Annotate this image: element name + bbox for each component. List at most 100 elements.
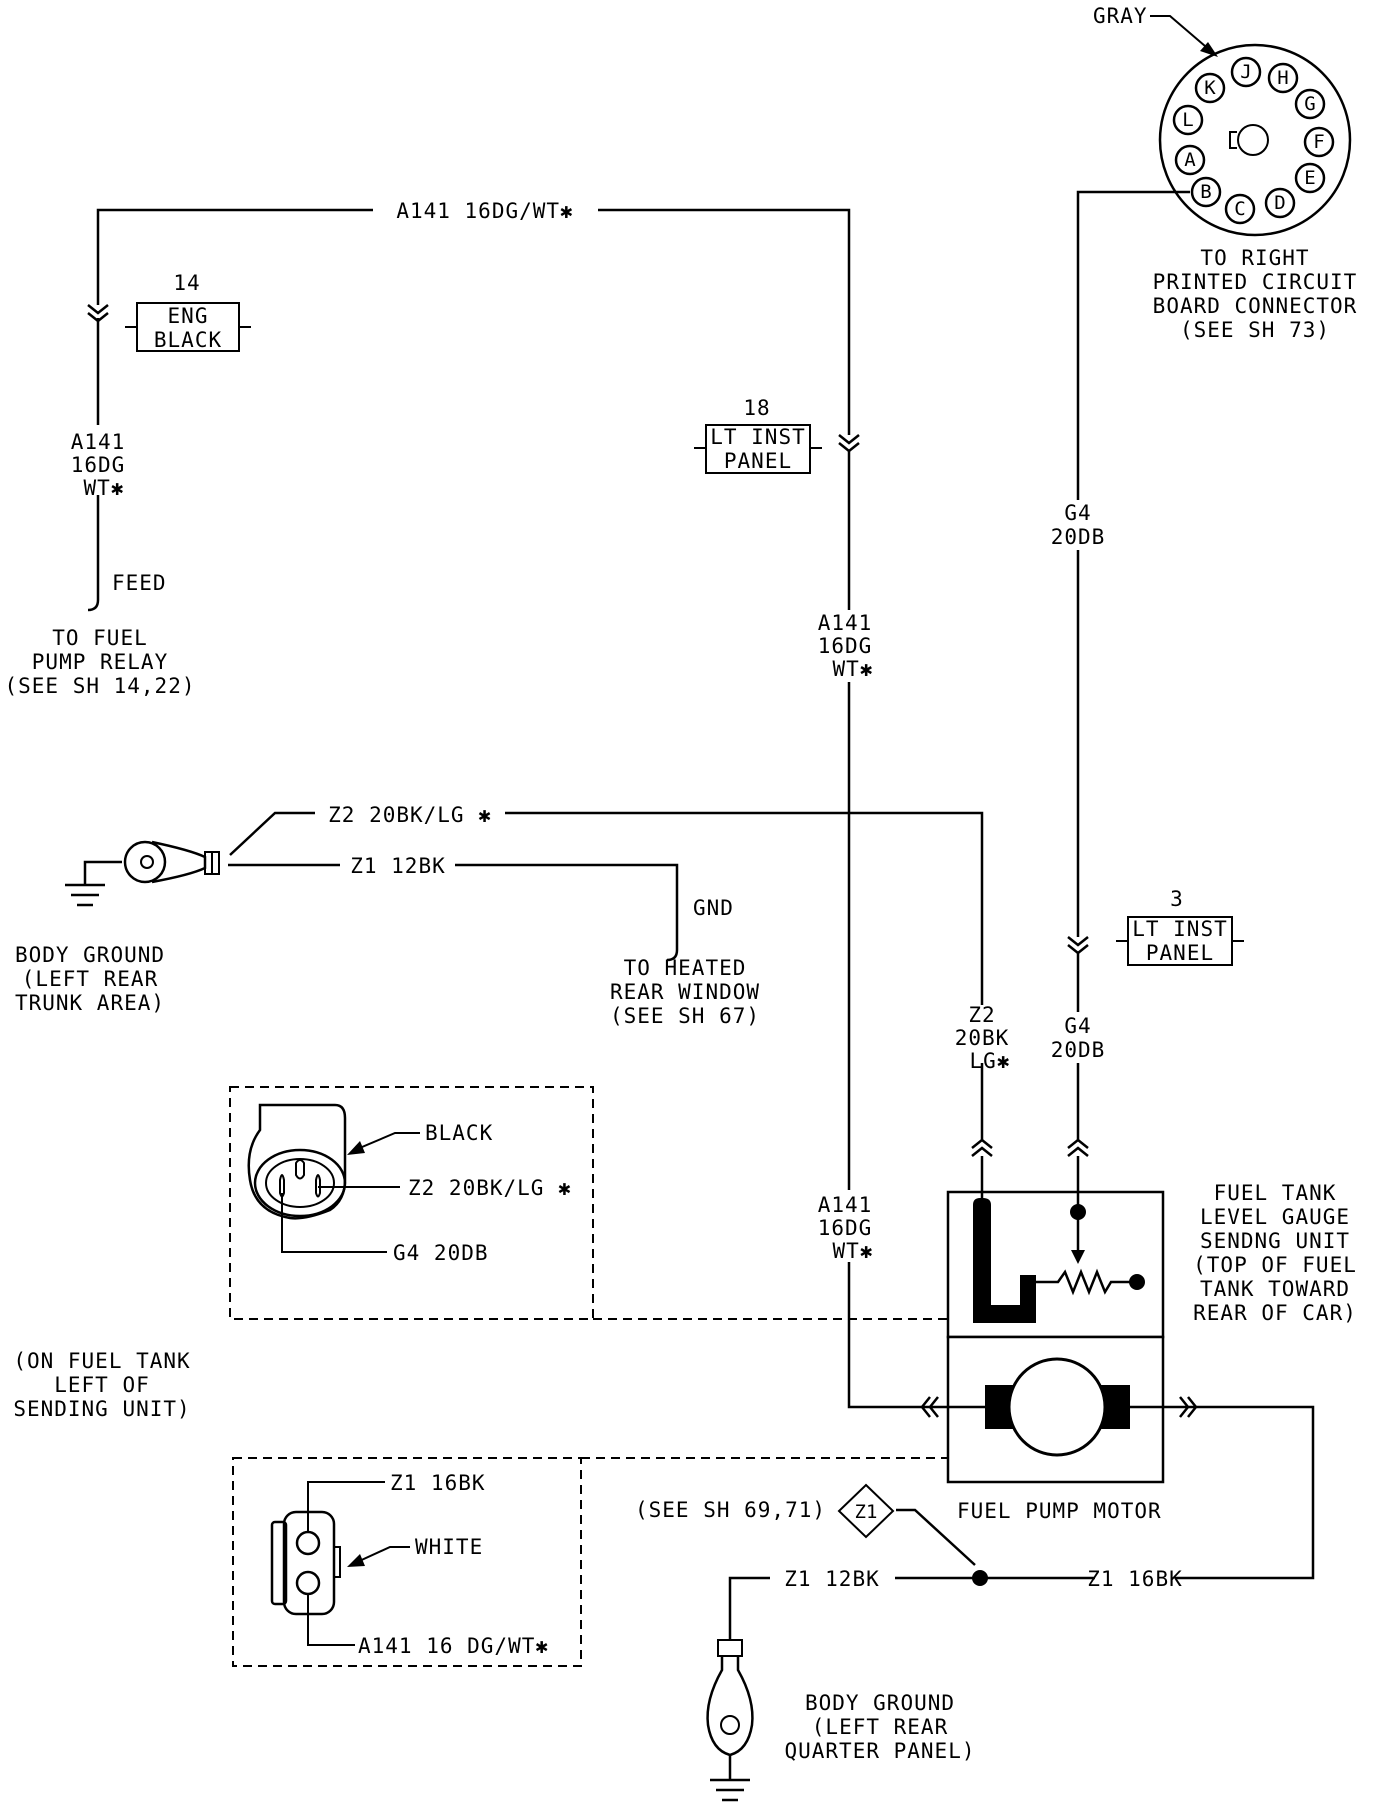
ground-quarter-hole <box>720 1715 740 1735</box>
gnd-label: GND <box>693 896 734 920</box>
connector-14-line2: BLACK <box>154 328 222 352</box>
fuel-pump-relay-2: PUMP RELAY <box>32 650 168 674</box>
fuel-pump-relay-1: TO FUEL <box>52 626 148 650</box>
pcb-pin-label-g: G <box>1304 93 1315 115</box>
black-conn-face-inner <box>265 1158 335 1208</box>
ground-quarter-crimp <box>717 1639 743 1657</box>
black-color-arrow <box>347 1141 365 1155</box>
white-conn-pin-bottom <box>295 1570 321 1596</box>
white-pin2-label: A141 16 DG/WT✱ <box>358 1634 549 1658</box>
connector-14-line1: ENG <box>168 304 209 328</box>
wire-a141-top-left <box>96 208 373 305</box>
pcb-pin-label-j: J <box>1240 61 1251 83</box>
sending-unit-6: REAR OF CAR) <box>1193 1301 1357 1325</box>
left-wire-label-1: A141 <box>71 430 126 454</box>
body-ground-trunk-3: TRUNK AREA) <box>15 991 165 1015</box>
z2-vertical-3: LG✱ <box>970 1049 1011 1073</box>
black-conn-pin-right <box>315 1174 321 1198</box>
z1-12bk-bottom-label: Z1 12BK <box>784 1567 880 1591</box>
black-conn-pin-mid <box>295 1159 305 1180</box>
on-fuel-tank-3: SENDING UNIT) <box>13 1397 190 1421</box>
mid-wire-lower-2: 16DG <box>818 1216 873 1240</box>
body-ground-quarter-3: QUARTER PANEL) <box>784 1739 975 1763</box>
g4-lower-2: 20DB <box>1051 1038 1106 1062</box>
g4-upper-1: G4 <box>1064 501 1091 525</box>
connector-14-number: 14 <box>173 271 200 295</box>
body-ground-trunk-symbol <box>65 840 220 907</box>
connector-3-number: 3 <box>1170 887 1184 911</box>
wire-z2-top <box>505 811 984 1005</box>
fuel-pump-relay-3: (SEE SH 14,22) <box>4 674 195 698</box>
on-fuel-tank-2: LEFT OF <box>54 1373 150 1397</box>
fuel-pump-motor-label: FUEL PUMP MOTOR <box>957 1499 1162 1523</box>
body-ground-quarter-symbol <box>706 1639 754 1802</box>
wire-a141-mid-3 <box>847 1262 918 1409</box>
pcb-pin-d <box>1264 187 1296 219</box>
z2-top-label: Z2 20BK/LG ✱ <box>328 803 492 827</box>
wire-g4-upper <box>1076 190 1190 500</box>
connector-18-line2: PANEL <box>724 449 792 473</box>
body-ground-trunk-2: (LEFT REAR <box>22 967 158 991</box>
wire-pump-out <box>1175 1405 1315 1580</box>
sending-unit-resistor <box>1036 1268 1130 1296</box>
white-color-arrow <box>347 1554 365 1567</box>
fuel-pump-motor <box>918 1335 1195 1484</box>
pcb-connector-key-notch <box>1229 131 1237 149</box>
black-pin2-label: G4 20DB <box>393 1241 489 1265</box>
wire-z1-12bk-2 <box>455 863 679 950</box>
black-conn-pin-left <box>279 1174 285 1198</box>
pcb-pin-a <box>1174 144 1206 176</box>
white-color-label: WHITE <box>415 1535 483 1559</box>
chevron-g4-sending <box>1067 1138 1089 1157</box>
gray-leader <box>1150 15 1213 53</box>
white-conn-pin-top <box>295 1530 321 1556</box>
ground-quarter-lug <box>706 1656 754 1757</box>
black-connector-callout: BLACK Z2 20BK/LG ✱ G4 20DB <box>229 1086 948 1320</box>
pcb-connector-key <box>1237 124 1269 156</box>
pcb-pin-j <box>1230 56 1262 88</box>
chevron-left-a141 <box>87 304 109 323</box>
heated-rear-window-1: TO HEATED <box>624 956 747 980</box>
splice-z1-dot <box>972 1570 988 1586</box>
pcb-pin-label-b: B <box>1200 181 1211 203</box>
black-callout-box <box>229 1086 594 1320</box>
mid-wire-upper-2: 16DG <box>818 634 873 658</box>
pcb-pin-c <box>1224 193 1256 225</box>
connector-14: 14 ENG BLACK <box>125 271 251 352</box>
sending-unit <box>946 1156 1165 1339</box>
pump-rotor <box>1007 1357 1107 1457</box>
black-conn-face <box>253 1148 347 1218</box>
ground-trunk-bars <box>65 883 105 907</box>
pcb-connector-body <box>1158 43 1352 237</box>
connector-3: 3 LT INST PANEL <box>1116 887 1244 966</box>
connector-18: 18 LT INST PANEL <box>694 396 822 474</box>
pcb-pin-label-l: L <box>1182 109 1193 131</box>
feed-end <box>87 599 100 612</box>
on-fuel-tank-1: (ON FUEL TANK <box>13 1349 190 1373</box>
wires <box>96 190 1315 1640</box>
connector-18-number: 18 <box>743 396 770 420</box>
pcb-pin-e <box>1294 162 1326 194</box>
chevron-mid-a141 <box>838 434 860 453</box>
connector-18-line1: LT INST <box>710 425 806 449</box>
body-ground-trunk-1: BODY GROUND <box>15 943 165 967</box>
sending-unit-2: LEVEL GAUGE <box>1200 1205 1350 1229</box>
chevron-g4 <box>1067 936 1089 955</box>
z1-12bk-label: Z1 12BK <box>350 854 446 878</box>
black-color-label: BLACK <box>425 1121 493 1145</box>
pcb-label-2: PRINTED CIRCUIT <box>1153 270 1358 294</box>
see-sh-69-label: (SEE SH 69,71) <box>635 1498 826 1522</box>
mid-wire-upper-1: A141 <box>818 611 873 635</box>
mid-wire-lower-1: A141 <box>818 1193 873 1217</box>
pcb-pin-label-k: K <box>1204 77 1216 99</box>
wire-a141-top-right <box>598 208 851 435</box>
splice-z1-diamond <box>837 1483 895 1539</box>
connector-3-line2: PANEL <box>1146 941 1214 965</box>
ground-quarter-bars <box>710 1778 750 1802</box>
left-wire-label-3: WT✱ <box>84 476 125 500</box>
sending-unit-4: (TOP OF FUEL <box>1193 1253 1357 1277</box>
sending-unit-1: FUEL TANK <box>1214 1181 1337 1205</box>
wire-z2-left <box>229 811 315 856</box>
white-connector-callout: Z1 16BK WHITE A141 16 DG/WT✱ <box>232 1457 948 1667</box>
